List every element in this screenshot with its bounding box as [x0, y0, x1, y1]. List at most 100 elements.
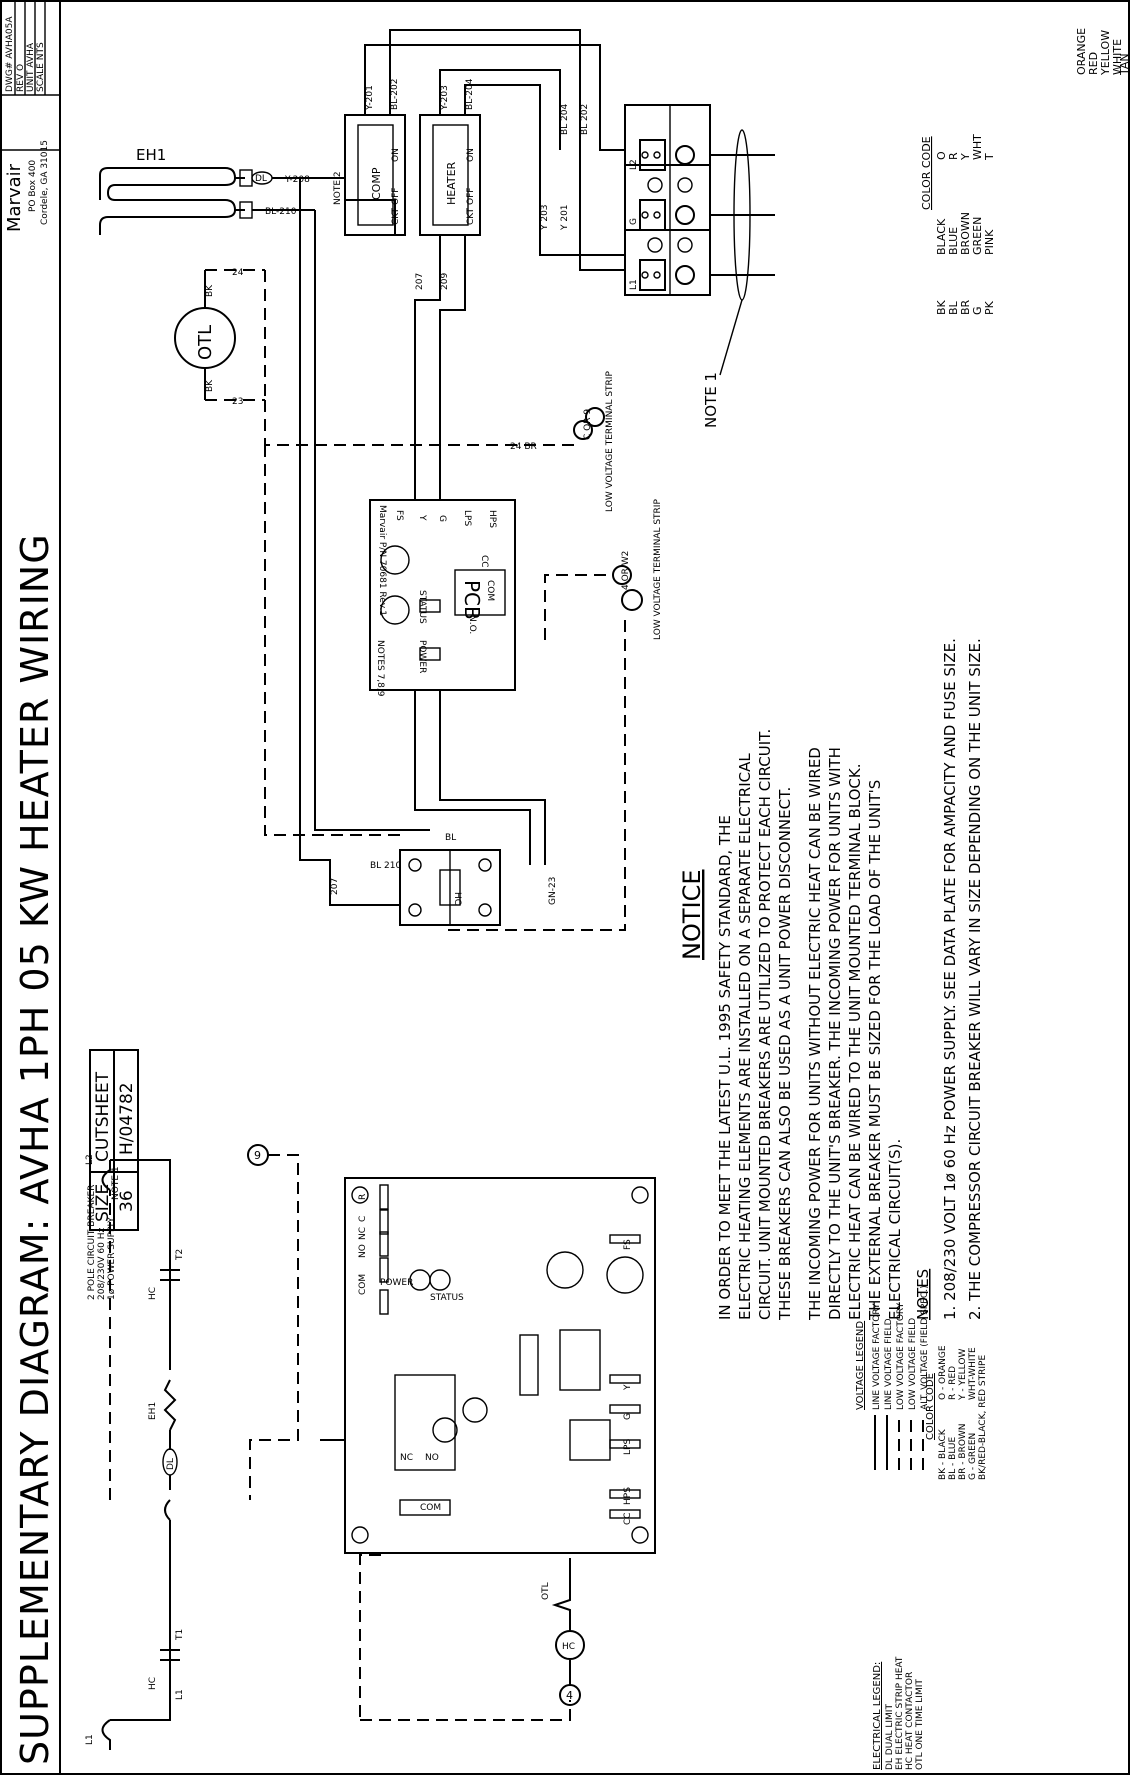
ccl-1: BK - BLACK [938, 1428, 948, 1480]
breaker-comp-label: COMP [370, 167, 383, 200]
terminal-block: L2 G L1 NOTE 1 [624, 104, 775, 428]
notice-p2-l5: ELECTRICAL CIRCUIT(S). [886, 1139, 904, 1320]
breaker-comp-on: ON [391, 148, 401, 162]
electrical-legend: ELECTRICAL LEGEND: DL DUAL LIMIT EH ELEC… [872, 1656, 925, 1770]
pcb-status: STATUS [417, 590, 427, 624]
pcb-hps: HPS [487, 510, 497, 528]
note2-label: NOTE 2 [333, 171, 343, 205]
notice-section: NOTICE IN ORDER TO MEET THE LATEST U.L. … [678, 638, 984, 1321]
cc-bl: BL [947, 300, 960, 315]
wire-gn23: BL [445, 833, 456, 843]
ladder-note1: NOTE 1 [111, 1166, 121, 1200]
cc-y: Y [959, 153, 972, 161]
pcb-dial-1 [380, 545, 410, 575]
terminal-4: 4 OR W2 LOW VOLTAGE TERMINAL STRIP [612, 499, 663, 640]
wire-bl204-b: BL 204 [560, 103, 570, 135]
lower-pcb-status: STATUS [430, 1293, 464, 1303]
wire-4-to-contactor [445, 620, 626, 931]
notice-p1-l4: THESE BREAKERS CAN ALSO BE USED AS A UNI… [776, 787, 794, 1321]
wire-y201-b: Y 201 [560, 204, 570, 231]
wire-24br: 24 BR [510, 442, 537, 452]
cc-bk: BK [935, 299, 948, 315]
ladder-dl: DL [166, 1458, 176, 1470]
breaker-heater-off: OFF [466, 188, 476, 205]
note-1: 1. 208/230 VOLT 1ø 60 Hz POWER SUPPLY. S… [941, 638, 959, 1320]
otl-wire-bk2: BK [205, 379, 215, 392]
wire-bl210: BL-210 [265, 207, 297, 217]
lower-pcb-r: R [358, 1194, 368, 1200]
ladder-t1: T1 [175, 1629, 185, 1641]
cc-pink: PINK [983, 229, 996, 255]
color-code-right-title: COLOR CODE [920, 136, 933, 210]
breaker-heater: HEATER CKT ON OFF [419, 114, 481, 236]
note-2: 2. THE COMPRESSOR CIRCUIT BREAKER WILL V… [966, 638, 984, 1320]
cc-o: O [935, 151, 948, 160]
notice-p2-l1: THE INCOMING POWER FOR UNITS WITHOUT ELE… [806, 747, 824, 1321]
pcb-lps: LPS [462, 510, 472, 526]
lv-strip-2: LOW VOLTAGE TERMINAL STRIP [653, 499, 663, 640]
voltage-legend-title: VOLTAGE LEGEND [855, 1321, 866, 1410]
ladder-l1: L1 [85, 1734, 95, 1745]
size-value: 36 [117, 1190, 137, 1212]
breaker-note-2: 208/230V 60 Hz [97, 1228, 107, 1300]
wire-bl209-b: BL 210 [370, 861, 402, 871]
ladder-diagram: 2 POLE CIRCUIT BREAKER 208/230V 60 Hz 1ø… [85, 1154, 185, 1750]
ladder-4: 4 [566, 1689, 573, 1702]
cc-t: T [983, 153, 996, 161]
lower-pcb-c: C [358, 1216, 368, 1222]
wire-y203: Y-203 [440, 85, 450, 111]
lower-pcb-com2: COM [420, 1503, 441, 1513]
notice-title: NOTICE [678, 869, 706, 960]
cc-r: R [947, 152, 960, 160]
lower-pcb-cc: CC [623, 1512, 633, 1525]
ladder-hc-b: HC [148, 1677, 158, 1690]
cc-g: G [971, 306, 984, 315]
wire-pcb-to-4 [544, 574, 610, 640]
vl-item-3: LOW VOLTAGE FACTORY [896, 1302, 906, 1410]
lower-pcb-fs: FS [623, 1239, 633, 1250]
notice-p2-l3: ELECTRIC HEAT CAN BE WIRED TO THE UNIT M… [846, 764, 864, 1320]
ccl-5: BK/RED-BLACK, RED STRIPE [978, 1355, 988, 1480]
lv-strip-1: LOW VOLTAGE TERMINAL STRIP [605, 371, 615, 512]
ccl-2: BL - BLUE [948, 1437, 958, 1480]
heat-contactor-hc: HC BL GN-23 BL 210 [264, 445, 558, 926]
eh1-wiring: DL Y-208 BL-210 [239, 169, 345, 219]
pcb-dial-2 [380, 595, 410, 625]
pcb-cc: CC [479, 555, 489, 568]
wire-207: 207 [415, 273, 425, 290]
pcb-part: Marvair P/N 70681 Rev.1 [377, 505, 387, 616]
dl-text: DL [255, 174, 267, 184]
cc-tan: TAN [1118, 53, 1130, 76]
el-item-2: EH ELECTRIC STRIP HEAT [895, 1656, 905, 1770]
el-item-4: OTL ONE TIME LIMIT [915, 1679, 925, 1770]
notice-p2-l4: THE EXTERNAL BREAKER MUST BE SIZED FOR T… [866, 780, 884, 1321]
lower-pcb-nc2: NC [400, 1453, 413, 1463]
lower-pcb-com: COM [358, 1274, 368, 1295]
pcb-power: POWER [417, 640, 427, 673]
el-item-1: DL DUAL LIMIT [885, 1704, 895, 1770]
company-address-2: Cordele, GA 31015 [40, 140, 50, 225]
ladder-eh1: EH1 [148, 1402, 158, 1420]
cutsheet-value: H/04782 [117, 1082, 137, 1155]
wire-bl202-b: BL 202 [580, 104, 590, 135]
breaker-heater-label: HEATER [445, 161, 458, 205]
lower-pcb-no2: NO [425, 1453, 439, 1463]
otl-limit: OTL BK BK 24 23 [174, 268, 265, 407]
pcb-label: PCB [460, 580, 484, 620]
breaker-comp-off: OFF [391, 188, 401, 205]
terminal-l1: L1 [629, 279, 639, 290]
drawing-title: SUPPLEMENTARY DIAGRAM: AVHA 1PH 05 KW HE… [13, 533, 57, 1765]
ccl-7: R - RED [948, 1366, 958, 1400]
color-code-left-title: COLOR CODE [925, 1373, 936, 1440]
wire-y208-b: GN-23 [548, 877, 558, 905]
otl-wire-24: 24 [232, 268, 244, 278]
cc-black: BLACK [935, 218, 948, 255]
ccl-4: G - GREEN [968, 1433, 978, 1480]
note1-label: NOTE 1 [702, 372, 720, 428]
wire-209: 209 [440, 273, 450, 290]
scale: SCALE NTS [36, 42, 46, 92]
ladder-t2: T2 [175, 1249, 185, 1261]
cc-orange: ORANGE [1075, 28, 1088, 75]
